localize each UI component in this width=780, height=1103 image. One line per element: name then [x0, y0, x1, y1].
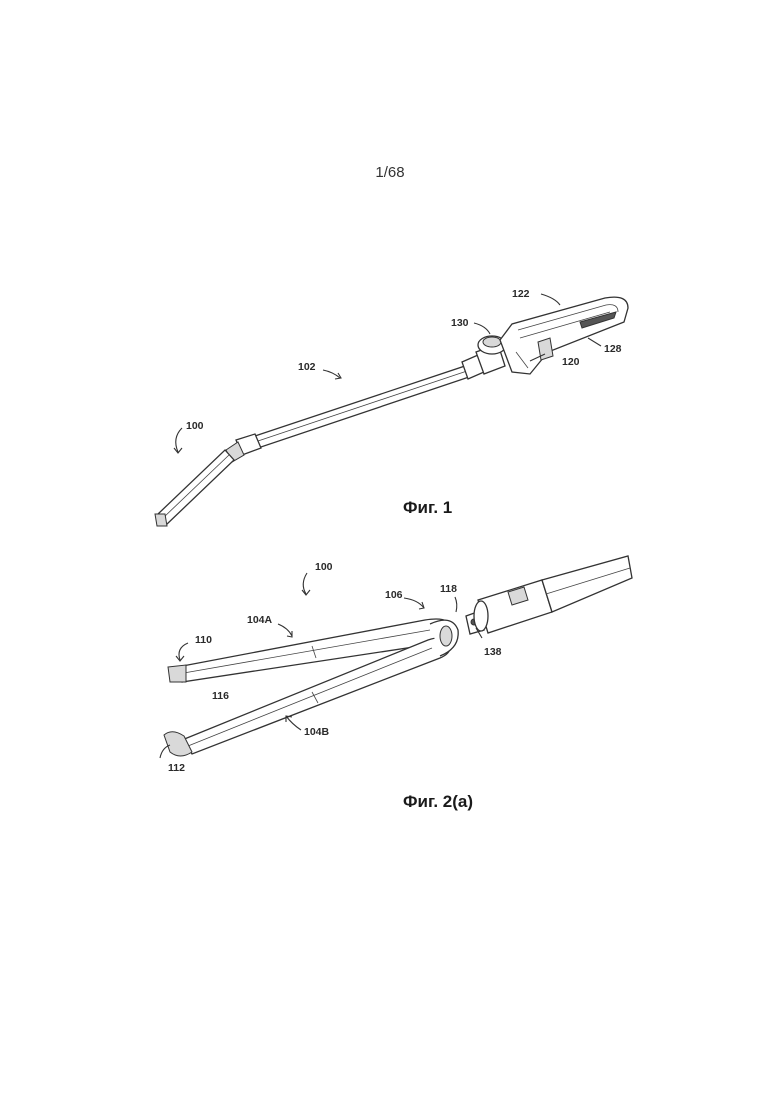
label-104b: 104B: [304, 726, 329, 738]
label-110: 110: [195, 634, 212, 646]
label-104a: 104A: [247, 614, 272, 626]
label-116: 116: [212, 690, 229, 702]
figure-2a-caption: Фиг. 2(a): [403, 792, 473, 812]
label-106: 106: [385, 589, 403, 601]
label-138: 138: [484, 646, 502, 658]
label-100-fig2: 100: [315, 561, 333, 573]
label-118: 118: [440, 583, 457, 595]
label-112: 112: [168, 762, 185, 774]
